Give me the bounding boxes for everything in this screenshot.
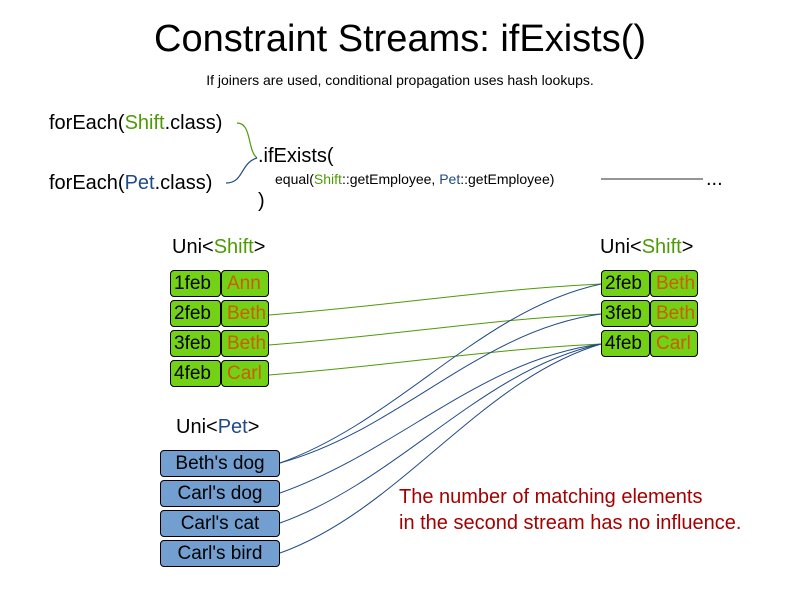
page-title: Constraint Streams: ifExists() [154, 18, 646, 60]
code-ellipsis: ... [706, 168, 723, 190]
brace-bottom [225, 157, 258, 184]
left-shift-tuple: 2feb Beth [170, 300, 269, 327]
shift-date: 4feb [170, 360, 221, 387]
code-joiner: equal(Shift::getEmployee, Pet::getEmploy… [275, 171, 555, 187]
pet-item: Carl's dog [160, 480, 280, 507]
pet-link-beths-dog-2 [279, 313, 602, 464]
code-ifexists: .ifExists( [258, 145, 334, 167]
shift-date: 2feb [601, 270, 650, 297]
pet-item: Carl's cat [160, 510, 280, 537]
pet-item: Beth's dog [160, 450, 280, 477]
right-shift-tuple: 3feb Beth [601, 300, 698, 327]
shift-date: 4feb [601, 330, 650, 357]
code-close-paren: ) [258, 190, 265, 212]
pet-stream-label: Uni<Pet> [176, 416, 260, 438]
right-shift-tuple: 4feb Carl [601, 330, 698, 357]
shift-employee: Carl [650, 330, 698, 357]
left-shift-tuple: 1feb Ann [170, 270, 269, 297]
shift-employee: Beth [650, 270, 698, 297]
shift-employee: Beth [221, 330, 269, 357]
note-line-1: The number of matching elements [399, 486, 703, 508]
pet-link-carls-bird [279, 343, 602, 554]
shift-date: 3feb [601, 300, 650, 327]
pet-item: Carl's bird [160, 540, 280, 567]
shift-employee: Carl [221, 360, 269, 387]
pet-link-beths-dog [279, 283, 602, 464]
right-shift-tuple: 2feb Beth [601, 270, 698, 297]
page-subtitle: If joiners are used, conditional propaga… [206, 72, 594, 88]
pet-link-carls-dog [279, 343, 602, 494]
shift-date: 1feb [170, 270, 221, 297]
shift-date: 3feb [170, 330, 221, 357]
shift-employee: Ann [221, 270, 269, 297]
note-line-2: in the second stream has no influence. [399, 512, 742, 534]
left-shift-stream-label: Uni<Shift> [172, 236, 266, 258]
left-shift-tuple: 4feb Carl [170, 360, 269, 387]
pet-link-carls-cat [279, 343, 602, 524]
shift-date: 2feb [170, 300, 221, 327]
shift-link-3feb [268, 313, 602, 346]
right-shift-stream-label: Uni<Shift> [600, 236, 694, 258]
brace-top [236, 122, 258, 159]
note-text: The number of matching elements in the s… [399, 484, 741, 536]
code-line-foreach-shift: forEach(Shift.class) [49, 112, 223, 134]
left-shift-tuple: 3feb Beth [170, 330, 269, 357]
shift-employee: Beth [650, 300, 698, 327]
shift-link-4feb [268, 343, 602, 376]
shift-employee: Beth [221, 300, 269, 327]
shift-link-2feb [268, 283, 602, 316]
code-line-foreach-pet: forEach(Pet.class) [49, 172, 213, 194]
